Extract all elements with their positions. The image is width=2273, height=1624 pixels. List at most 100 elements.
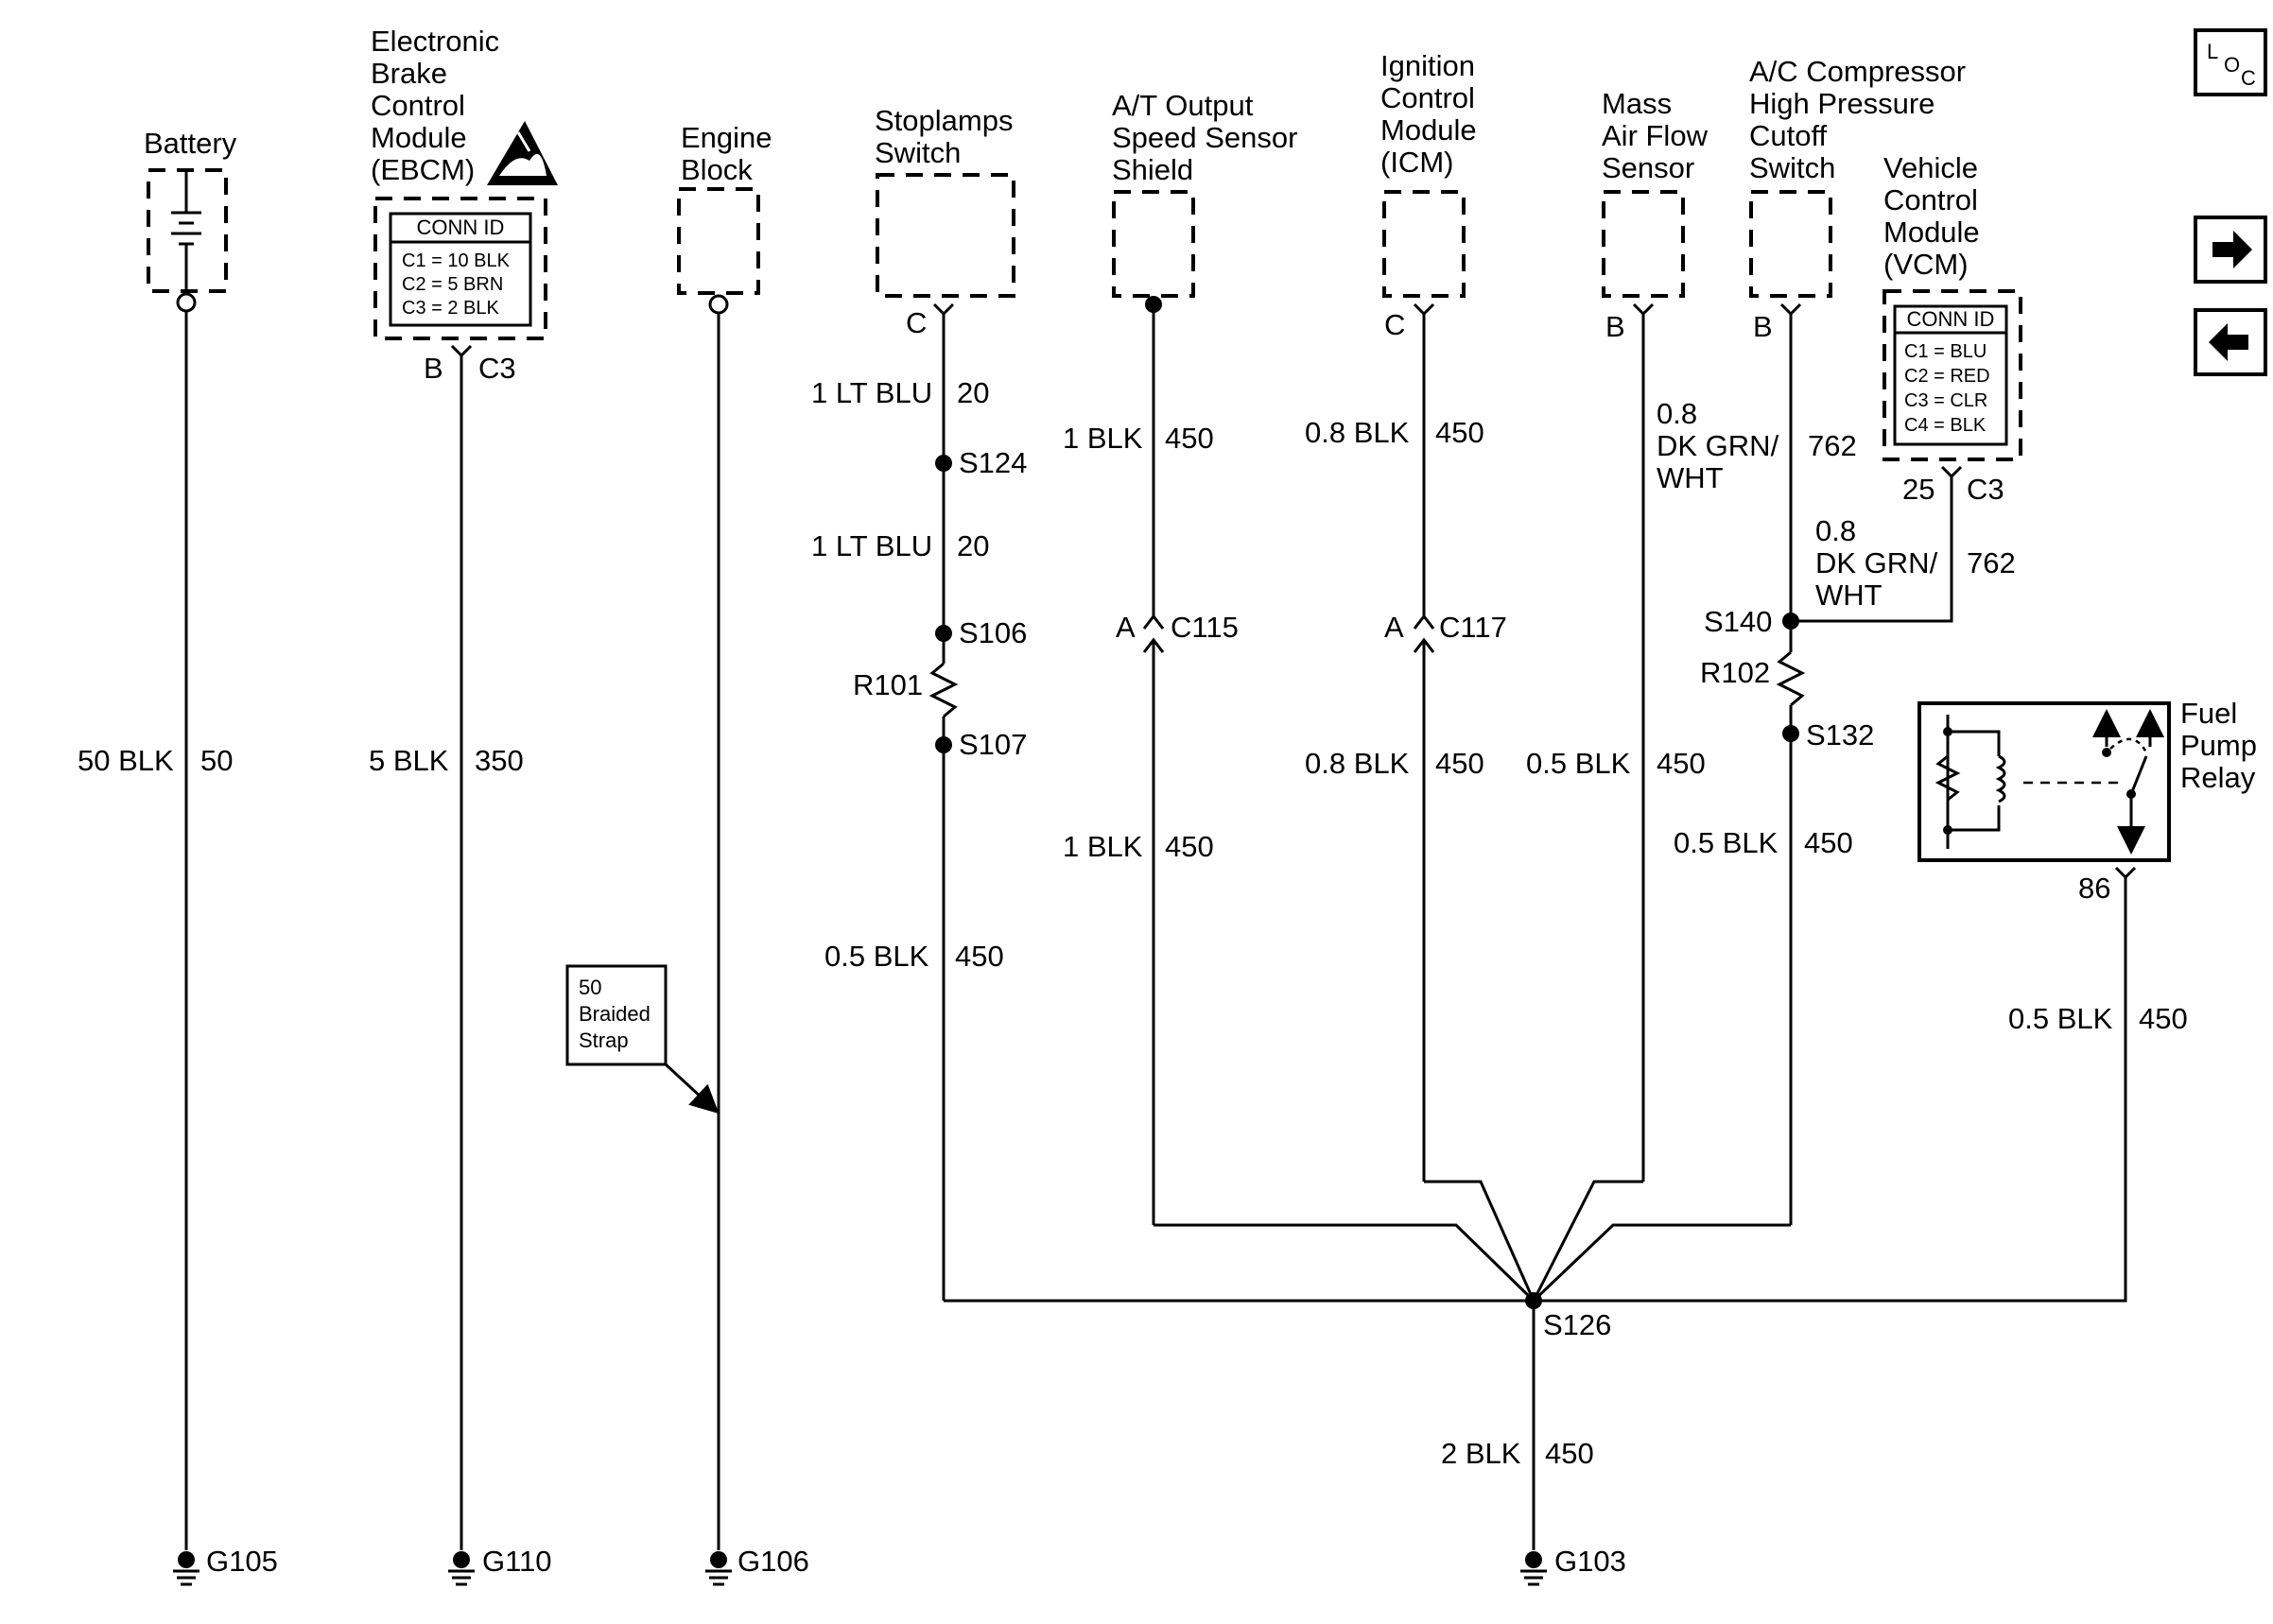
wire-label-relay: 0.5 BLK [2008,1002,2113,1035]
wire-circuit-battery: 50 [200,744,233,777]
wire-maf1-color2: WHT [1657,461,1724,494]
splice-s107-label: S107 [959,728,1027,761]
vcm-box [1883,289,2022,461]
strap-note-1: 50 [579,976,601,999]
vcm-conn-row-2: C2 = RED [1904,366,1990,387]
maf-pin-symbol [1632,302,1655,317]
icm-label-1: Ignition [1380,49,1475,82]
wire-label-icm1: 0.8 BLK [1305,416,1410,449]
maf-label-3: Sensor [1602,151,1694,184]
wire-label-maf2: 0.5 BLK [1526,747,1631,780]
loc-letter-3: C [2241,66,2256,90]
ebcm-conn-id-table [389,212,532,327]
ebcm-pin: B [424,352,443,385]
ground-g110-label: G110 [482,1545,552,1578]
loc-letter-2: O [2224,53,2240,77]
wire-label-at2: 1 BLK [1063,830,1143,863]
wire-label-stop3: 0.5 BLK [824,940,929,973]
braided-strap-note [565,964,668,1066]
wire-vcm1-size: 0.8 [1815,514,1856,547]
wire-vcm1-color: DK GRN/ [1815,546,1938,579]
arrow-left-icon [2209,323,2248,361]
engine-block-terminal [708,294,729,315]
splice-s106-dot [935,625,952,642]
stoplamps-pin: C [906,306,927,339]
wire-label-ebcm: 5 BLK [369,744,449,777]
vcm-pin: 25 [1902,473,1935,506]
icm-pin: C [1384,308,1405,341]
splice-s124-label: S124 [959,446,1027,479]
maf-label-2: Air Flow [1602,119,1709,152]
previous-button[interactable] [2194,308,2267,376]
arrow-right-icon [2212,231,2252,268]
ground-icon-g105 [173,1551,200,1586]
c115-pin: A [1116,611,1136,644]
ebcm-label-5: (EBCM) [371,153,475,186]
wire-label-at1: 1 BLK [1063,422,1143,455]
fuel-relay-label-2: Pump [2180,729,2257,762]
vcm-conn-row-3: C3 = CLR [1904,390,1987,411]
strap-note-3: Strap [579,1028,629,1052]
ground-icon-g110 [448,1551,475,1586]
wire-circuit-main: 450 [1545,1437,1594,1470]
vcm-conn-id-table [1893,304,2008,446]
at-sensor-label-2: Speed Sensor [1112,121,1297,154]
splice-s140-label: S140 [1704,605,1772,638]
wire-circuit-vcm1: 762 [1967,546,2016,579]
ebcm-label-4: Module [371,121,467,154]
fuel-relay-label-3: Relay [2180,761,2256,794]
maf-label-1: Mass [1602,87,1672,120]
ebcm-conn-row-3: C3 = 2 BLK [402,298,500,319]
loc-letter-1: L [2207,40,2218,63]
maf-pin: B [1605,310,1625,343]
splice-s124-dot [935,455,952,472]
wire-maf1-color: DK GRN/ [1657,429,1779,462]
at-sensor-label-3: Shield [1112,153,1193,186]
fuel-relay-box [1917,701,2171,862]
icm-label-4: (ICM) [1380,146,1453,179]
engine-block-label-1: Engine [681,121,772,154]
ground-icon-g106 [705,1551,732,1586]
wire-maf-to-s126 [1532,1180,1643,1302]
ac-switch-label-4: Switch [1749,151,1835,184]
icm-box [1382,190,1466,298]
ground-icon-g103 [1520,1551,1547,1586]
wire-at-to-s126 [1154,1223,1536,1303]
strap-note-2: Braided [579,1002,651,1026]
at-sensor-box [1112,190,1195,298]
ground-g103-label: G103 [1554,1545,1626,1578]
vcm-pin-symbol [1940,465,1963,479]
wire-label-ac2: 0.5 BLK [1674,826,1778,859]
loc-button[interactable]: L O C [2194,28,2267,96]
ebcm-label-3: Control [371,89,465,122]
wire-circuit-at1: 450 [1165,422,1214,455]
relay-switch-icon [2092,709,2164,855]
wire-label-battery: 50 BLK [78,744,174,777]
next-button[interactable] [2194,216,2267,284]
ac-switch-label-3: Cutoff [1749,119,1828,152]
relay-pin-symbol [2114,866,2137,880]
esd-warning-icon [487,121,558,185]
splice-s107-dot [935,736,952,753]
resistor-r102-label: R102 [1700,656,1770,689]
relay-pin: 86 [2078,872,2110,905]
ac-switch-label-1: A/C Compressor [1749,55,1966,88]
ac-switch-label-2: High Pressure [1749,87,1935,120]
ac-switch-box [1749,190,1832,298]
c117-pin: A [1384,611,1404,644]
ebcm-pin-symbol [450,344,473,358]
icm-label-3: Module [1380,113,1477,147]
battery-terminal [176,292,197,313]
wire-label-icm2: 0.8 BLK [1305,747,1410,780]
fuel-relay-label-1: Fuel [2180,697,2237,730]
battery-icon [171,170,201,291]
vcm-conn-id-title: CONN ID [1907,307,1995,331]
wire-circuit-maf2: 450 [1657,747,1706,780]
resistor-r101-symbol [928,662,959,718]
wire-circuit-ebcm: 350 [475,744,524,777]
connector-c115-label: C115 [1171,611,1239,644]
wire-vcm1-color2: WHT [1815,579,1883,612]
splice-s132-dot [1782,725,1799,742]
stoplamps-box [876,173,1015,298]
